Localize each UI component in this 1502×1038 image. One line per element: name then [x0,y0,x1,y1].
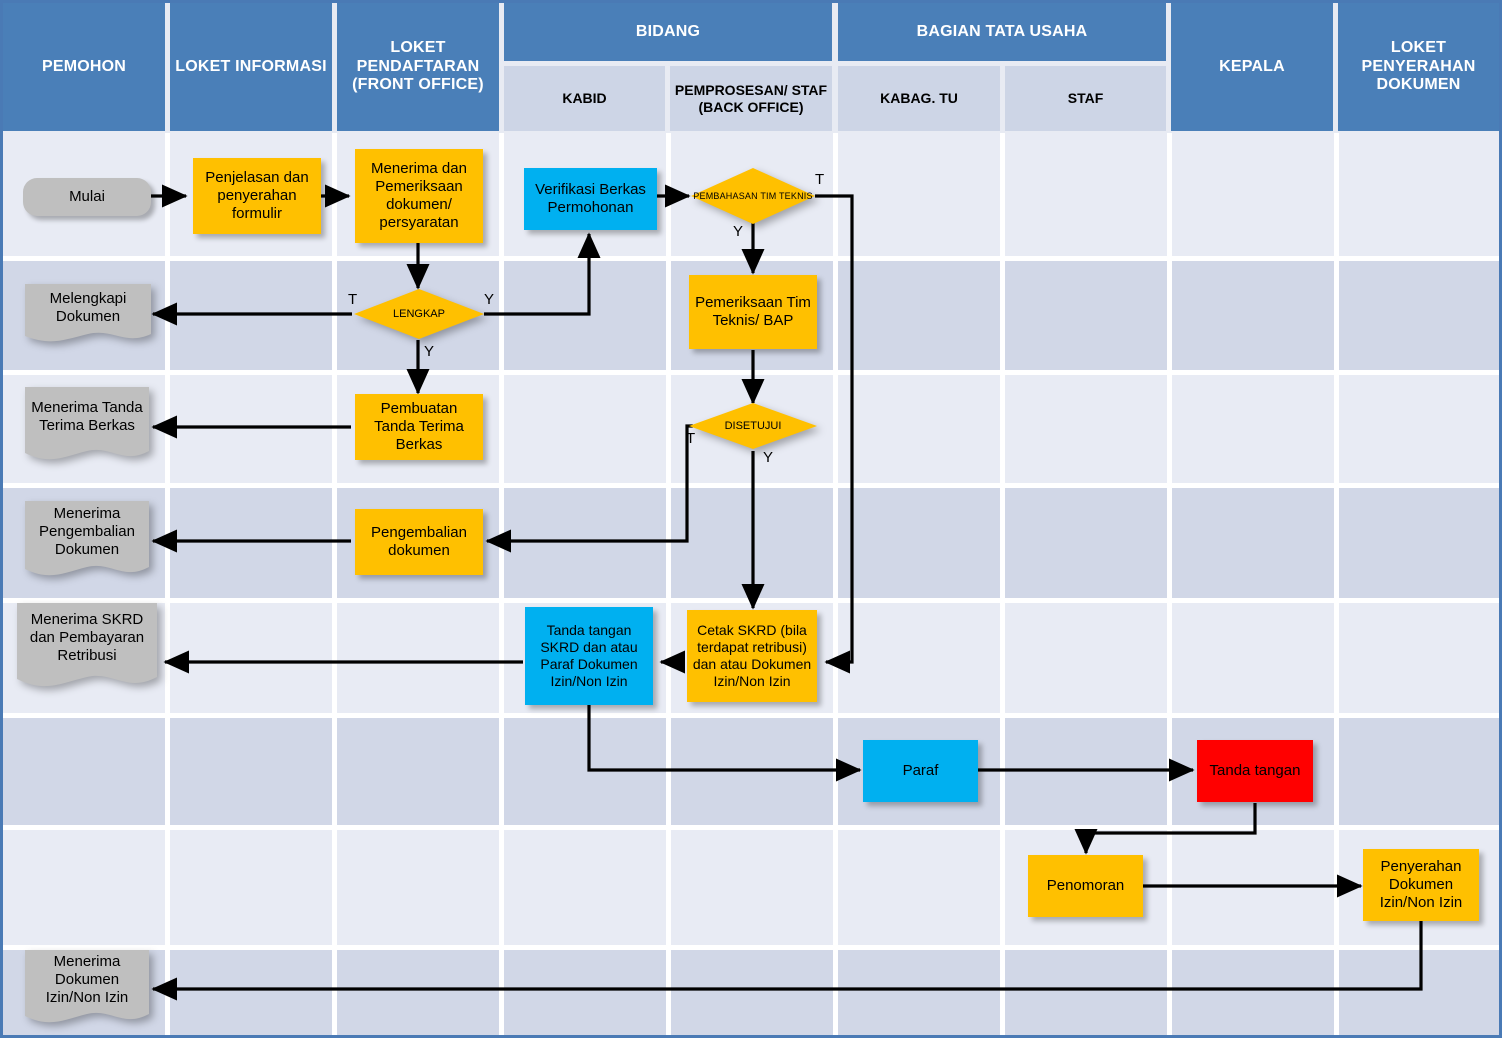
column-separator [332,133,337,1035]
header-loket-penyerahan-dokumen: LOKET PENYERAHAN DOKUMEN [1338,3,1499,131]
decision-label: PEMBAHASAN TIM TEKNIS [693,190,813,201]
row-separator [3,825,1499,830]
edge-label-disetujui-t: T [686,430,696,447]
decision-label: DISETUJUI [724,419,782,432]
edge-label-lengkap-t: T [348,291,358,308]
node-menerima-skrd-pembayaran-retribusi[interactable]: Menerima SKRD dan Pembayaran Retribusi [17,603,157,693]
header-bidang: BIDANG [504,3,832,61]
node-pengembalian-dokumen[interactable]: Pengembalian dokumen [355,509,483,575]
row-separator [3,945,1499,950]
node-cetak-skrd[interactable]: Cetak SKRD (bila terdapat retribusi) dan… [687,610,817,702]
lane-row-8 [3,950,1499,1035]
node-pembuatan-tanda-terima-berkas[interactable]: Pembuatan Tanda Terima Berkas [355,394,483,460]
node-label: Menerima SKRD dan Pembayaran Retribusi [29,611,145,665]
column-separator [1000,133,1005,1035]
edge-label-lengkap-y-right: Y [484,291,495,308]
header-loket-informasi: LOKET INFORMASI [170,3,332,131]
node-menerima-pengembalian-dokumen[interactable]: Menerima Pengembalian Dokumen [25,501,149,581]
edge-label-lengkap-y-down: Y [424,343,435,360]
edge-label-disetujui-y: Y [763,449,774,466]
node-penyerahan-dokumen-izin[interactable]: Penyerahan Dokumen Izin/Non Izin [1363,849,1479,921]
column-separator [833,133,838,1035]
node-tanda-tangan-skrd-paraf-dokumen[interactable]: Tanda tangan SKRD dan atau Paraf Dokumen… [525,607,653,705]
node-penjelasan-penyerahan-formulir[interactable]: Penjelasan dan penyerahan formulir [193,158,321,234]
connector-layer [151,184,1423,1001]
header-pemohon: PEMOHON [3,3,165,131]
subheader-pemprosesan-staf: PEMPROSESAN/ STAF (BACK OFFICE) [670,66,832,131]
node-label: Menerima Dokumen Izin/Non Izin [45,953,129,1007]
node-penomoran[interactable]: Penomoran [1028,855,1143,917]
node-tanda-tangan[interactable]: Tanda tangan [1197,740,1313,802]
column-separator [499,133,504,1035]
node-pemeriksaan-tim-teknis-bap[interactable]: Pemeriksaan Tim Teknis/ BAP [689,275,817,349]
edge-label-pembahasan-t: T [815,171,825,188]
column-separator [165,133,170,1035]
node-verifikasi-berkas-permohonan[interactable]: Verifikasi Berkas Permohonan [524,168,657,230]
row-separator [3,483,1499,488]
lane-row-4 [3,488,1499,598]
subheader-kabag-tu: KABAG. TU [838,66,1000,131]
decision-disetujui[interactable]: DISETUJUI [689,403,817,449]
edge-label-pembahasan-y: Y [733,223,744,240]
decision-label: LENGKAP [393,307,445,320]
row-separator [3,713,1499,718]
decision-pembahasan-tim-teknis[interactable]: PEMBAHASAN TIM TEKNIS [691,168,815,224]
node-mulai[interactable]: Mulai [23,178,151,216]
node-melengkapi-dokumen[interactable]: Melengkapi Dokumen [25,284,151,346]
node-menerima-pemeriksaan-dokumen[interactable]: Menerima dan Pemeriksaan dokumen/ persya… [355,149,483,243]
node-menerima-dokumen-izin[interactable]: Menerima Dokumen Izin/Non Izin [25,950,149,1028]
header-bagian-tata-usaha: BAGIAN TATA USAHA [838,3,1166,61]
node-paraf[interactable]: Paraf [863,740,978,802]
subheader-kabid: KABID [504,66,665,131]
node-label: Melengkapi Dokumen [49,290,127,326]
header-loket-pendaftaran: LOKET PENDAFTARAN (FRONT OFFICE) [337,3,499,131]
column-separator [1334,133,1339,1035]
row-separator [3,370,1499,375]
column-separator [1167,133,1172,1035]
node-label: Menerima Pengembalian Dokumen [39,505,135,559]
subheader-staf: STAF [1005,66,1166,131]
node-label: Menerima Tanda Terima Berkas [31,399,143,435]
header-kepala: KEPALA [1171,3,1333,131]
node-menerima-tanda-terima-berkas[interactable]: Menerima Tanda Terima Berkas [25,387,149,465]
decision-lengkap[interactable]: LENGKAP [354,289,484,339]
column-separator [666,133,671,1035]
